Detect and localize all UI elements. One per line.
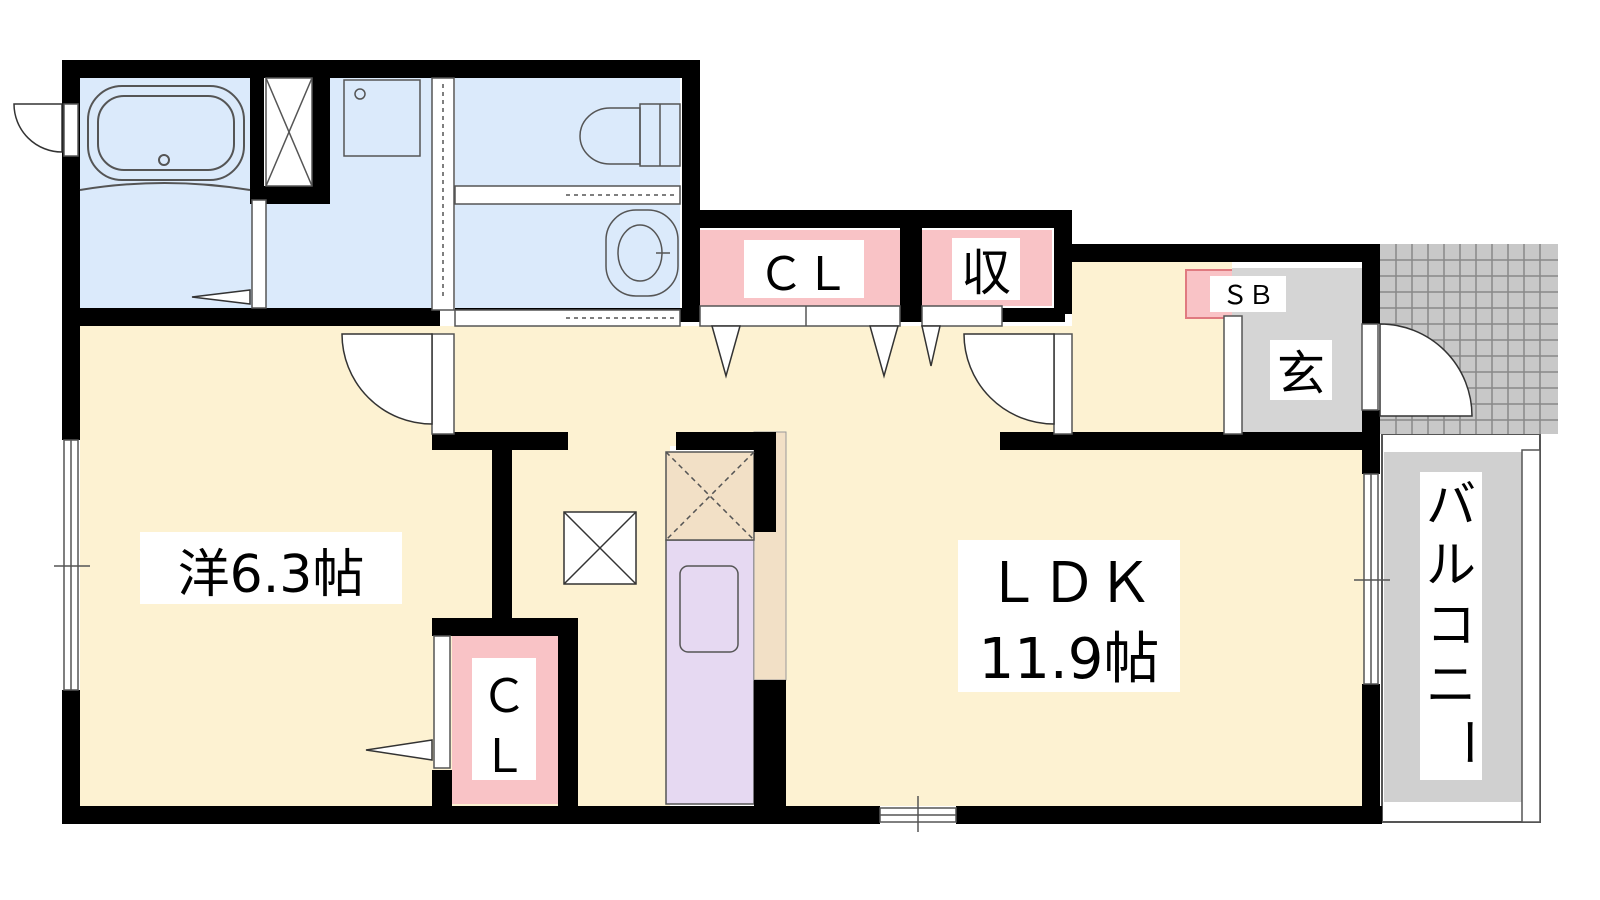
storage-box [563,511,637,585]
entrance-label-bg [1270,340,1332,400]
vanity-sink-icon [605,209,679,297]
bathtub-icon [79,85,251,191]
balcony-char-5: ー [1439,717,1497,767]
bathroom-floor [80,78,252,310]
shoe-box-label: ＳＢ [1222,281,1274,311]
closet-top-label-bg [744,240,864,298]
windows [54,103,1390,832]
stove-icon [679,565,739,653]
fridge-icon [665,451,755,541]
ldk-label-bg [958,540,1180,692]
closet-small-label-bg [472,658,536,780]
ldk-area-label: 11.9帖 [979,627,1160,692]
washbasin-icon [343,79,421,157]
balcony-char-1: バ [1426,476,1476,534]
balcony-char-5-box: ー [1439,717,1497,767]
ldk-label: ＬＤＫ [985,551,1153,616]
balcony-char-4: ニ [1426,656,1476,714]
western-room-label-bg [140,532,402,604]
western-room-label: 洋6.3帖 [178,545,365,605]
toilet-floor [455,78,680,186]
balcony-label-bg [1420,472,1482,780]
toilet-icon [579,103,681,167]
washroom-floor-lower [252,204,440,310]
storage-label-bg [952,238,1020,300]
entrance-label: 玄 [1277,346,1325,402]
closet-small-label-c: Ｃ [481,669,527,723]
door-swings [13,103,1473,761]
washing-machine-space [265,77,313,187]
storage-label: 収 [961,244,1011,302]
closet-top-label: ＣＬ [758,247,850,301]
closet-small-label-l: Ｌ [481,729,527,783]
kitchen-floor [665,539,755,805]
vanity-floor [455,204,680,310]
shoe-box-label-bg [1210,276,1286,312]
balcony-rail [1521,449,1541,823]
balcony-char-2: ル [1426,536,1476,594]
balcony-char-3: コ [1426,596,1476,654]
